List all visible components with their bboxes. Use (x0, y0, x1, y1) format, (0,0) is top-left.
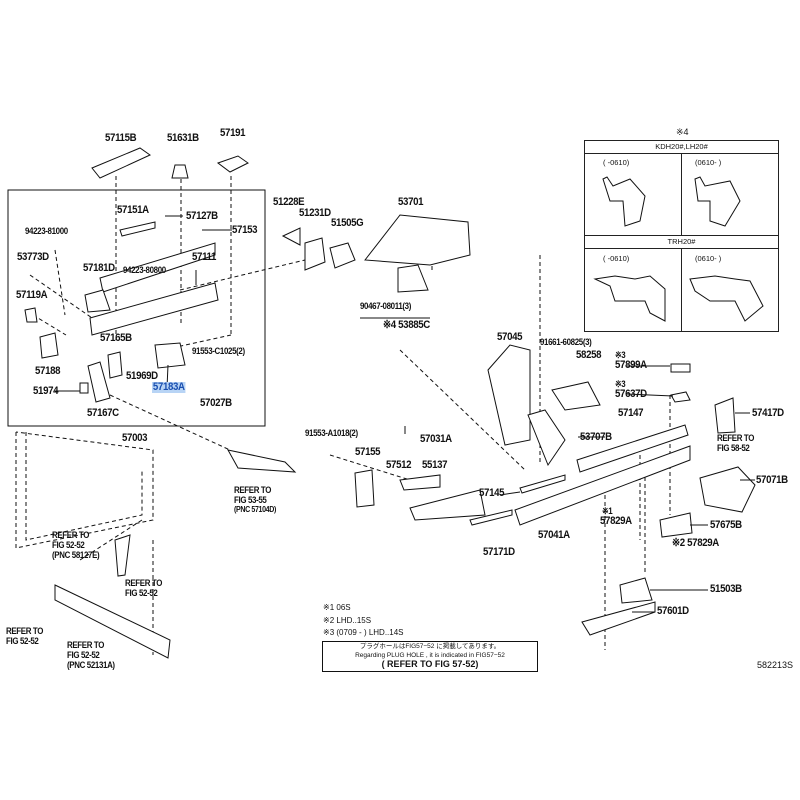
part-label[interactable]: 90467-08011(3) (360, 301, 412, 311)
refer-fig-52-52-58127E[interactable]: REFER TO FIG 52-52 (PNC 58127E) (52, 530, 100, 560)
notice-refer[interactable]: ( REFER TO FIG 57-52) (381, 659, 479, 669)
refer-line: FIG 58-52 (717, 443, 750, 453)
refer-line: (PNC 58127E) (52, 550, 100, 560)
inset-mark: ※4 (676, 127, 689, 137)
part-label[interactable]: 57003 (122, 432, 148, 444)
inset-shapes (593, 176, 764, 322)
part-label[interactable]: 57027B (200, 397, 232, 409)
part-label[interactable]: 91661-60825(3) (540, 337, 592, 347)
col-after: (0610- ) (695, 254, 722, 263)
part-label[interactable]: 57041A (538, 529, 570, 541)
plug-hole-notice: プラグホールはFIG57−52 に掲載してあります。 Regarding PLU… (322, 641, 538, 672)
part-label[interactable]: 57899A (615, 359, 647, 371)
refer-fig-53-55[interactable]: REFER TO FIG 53-55 (PNC 57104D) (234, 485, 276, 515)
part-label[interactable]: 94223-80800 (123, 265, 166, 275)
part-label[interactable]: 57181D (83, 262, 115, 274)
part-label[interactable]: 57119A (16, 289, 48, 301)
refer-line: REFER TO (125, 578, 163, 588)
part-label[interactable]: 57155 (355, 446, 381, 458)
refer-fig-52-52[interactable]: REFER TO FIG 52-52 (6, 626, 43, 646)
leader-dashes (15, 172, 671, 655)
part-label[interactable]: ※4 53885C (383, 319, 430, 331)
part-label[interactable]: 57147 (618, 407, 644, 419)
variant-inset: KDH20#,LH20# TRH20# ( -0610) (0610- ) ( … (584, 140, 779, 332)
assembly-frame (7, 189, 266, 427)
part-label[interactable]: 51974 (33, 385, 59, 397)
refer-fig-52-52-52131A[interactable]: REFER TO FIG 52-52 (PNC 52131A) (67, 640, 115, 670)
part-label[interactable]: 57151A (117, 204, 149, 216)
col-before: ( -0610) (603, 158, 630, 167)
part-label[interactable]: 57111 (192, 251, 217, 263)
leader-lines (55, 215, 755, 613)
part-label[interactable]: 57145 (479, 487, 505, 499)
part-label[interactable]: 57191 (220, 127, 246, 139)
part-label[interactable]: 57127B (186, 210, 218, 222)
refer-fig-52-52[interactable]: REFER TO FIG 52-52 (125, 578, 162, 598)
part-label[interactable]: 51969D (126, 370, 158, 382)
part-label-highlighted[interactable]: 57183A (152, 381, 186, 393)
part-shapes (24, 147, 756, 659)
col-after: (0610- ) (695, 158, 722, 167)
part-label[interactable]: 57115B (105, 132, 137, 144)
refer-line: (PNC 52131A) (67, 660, 115, 670)
part-label[interactable]: 51503B (710, 583, 742, 595)
part-label[interactable]: 57167C (87, 407, 119, 419)
part-label[interactable]: 94223-81000 (25, 226, 68, 236)
refer-line: FIG 52-52 (125, 588, 158, 598)
part-label[interactable]: 57601D (657, 605, 689, 617)
refer-line: REFER TO (52, 530, 90, 540)
refer-line: REFER TO (67, 640, 105, 650)
part-label[interactable]: 57637D (615, 388, 647, 400)
part-label[interactable]: 57171D (483, 546, 515, 558)
part-label[interactable]: 53707B (580, 431, 612, 443)
note-mark: ※1 (602, 506, 613, 516)
refer-fig-58-52[interactable]: REFER TO FIG 58-52 (717, 433, 754, 453)
notice-en: Regarding PLUG HOLE , it is indicated in… (355, 652, 505, 659)
part-label[interactable]: 57512 (386, 459, 412, 471)
part-label[interactable]: ※2 57829A (672, 537, 719, 549)
inset-divider (681, 248, 682, 331)
part-label[interactable]: 53701 (398, 196, 424, 208)
note-3: ※3 (0709 - ) LHD..14S (323, 628, 404, 637)
part-label[interactable]: 57031A (420, 433, 452, 445)
refer-line: FIG 52-52 (6, 636, 39, 646)
part-label[interactable]: 91553-A1018(2) (305, 428, 358, 438)
note-1: ※1 06S (323, 603, 351, 612)
part-label[interactable]: 57045 (497, 331, 523, 343)
refer-line: FIG 53-55 (234, 495, 267, 505)
col-before: ( -0610) (603, 254, 630, 263)
refer-line: FIG 52-52 (67, 650, 100, 660)
refer-line: REFER TO (6, 626, 44, 636)
refer-line: (PNC 57104D) (234, 505, 276, 514)
refer-line: REFER TO (717, 433, 755, 443)
note-mark: ※3 (615, 350, 626, 360)
refer-line: REFER TO (234, 485, 272, 495)
part-label[interactable]: 51228E (273, 196, 305, 208)
part-label[interactable]: 57829A (600, 515, 632, 527)
part-label[interactable]: 57417D (752, 407, 784, 419)
part-label[interactable]: 57153 (232, 224, 258, 236)
note-mark: ※3 (615, 379, 626, 389)
part-label[interactable]: 58258 (576, 349, 602, 361)
part-label[interactable]: 57188 (35, 365, 61, 377)
notice-jp: プラグホールはFIG57−52 に掲載してあります。 (359, 643, 501, 650)
part-label[interactable]: 51631B (167, 132, 199, 144)
refer-line: FIG 52-52 (52, 540, 85, 550)
part-label[interactable]: 57165B (100, 332, 132, 344)
figure-id: 582213S (757, 660, 794, 670)
part-label[interactable]: 57071B (756, 474, 788, 486)
part-label[interactable]: 53773D (17, 251, 49, 263)
part-label[interactable]: 57675B (710, 519, 742, 531)
inset-divider (681, 153, 682, 235)
part-label[interactable]: 51231D (299, 207, 331, 219)
note-2: ※2 LHD..15S (323, 616, 372, 625)
part-label[interactable]: 51505G (331, 217, 364, 229)
part-label[interactable]: 55137 (422, 459, 448, 471)
part-label[interactable]: 91553-C1025(2) (192, 346, 245, 356)
